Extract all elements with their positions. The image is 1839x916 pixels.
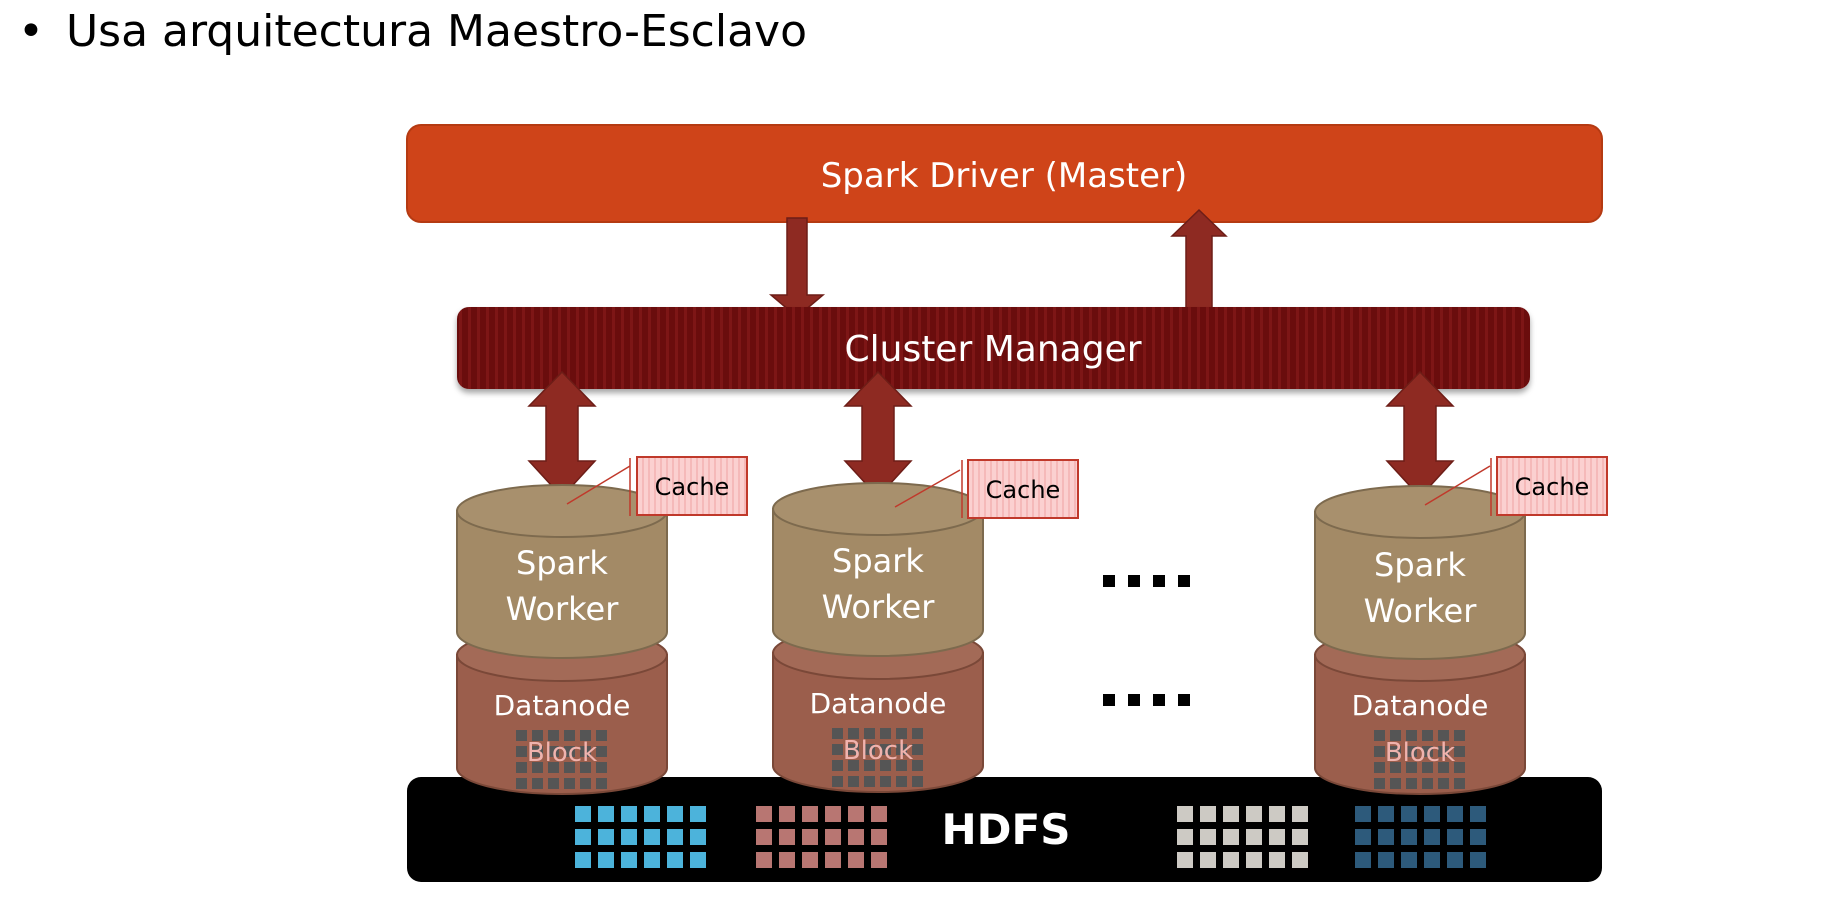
datanode-1-label: Datanode — [494, 689, 631, 722]
node-2: Spark Worker Datanode Block Cache — [772, 459, 1079, 793]
cache-3-box — [1496, 456, 1608, 516]
arrow-double-worker-1 — [527, 370, 597, 499]
cache-1-connector — [566, 465, 631, 505]
arrow-down-driver-to-cluster — [768, 217, 826, 318]
block-2-label: Block — [843, 736, 913, 766]
slide-heading: Usa arquitectura Maestro-Esclavo — [65, 6, 808, 57]
worker-2-line2: Worker — [822, 588, 936, 626]
cache-3-label: Cache — [1515, 473, 1590, 501]
worker-2-line1: Spark — [832, 542, 924, 580]
cache-2-label: Cache — [986, 476, 1061, 504]
arrow-double-worker-2 — [843, 370, 913, 499]
hdfs-label: HDFS — [942, 805, 1071, 854]
arrow-up-cluster-to-driver — [1170, 208, 1228, 312]
worker-1-line1: Spark — [516, 544, 608, 582]
hdfs-grid-gray — [1177, 806, 1308, 868]
cache-2-connector — [894, 469, 961, 508]
cache-1-label: Cache — [655, 473, 730, 501]
arrow-double-worker-3 — [1385, 370, 1455, 499]
cluster-manager-label: Cluster Manager — [844, 329, 1141, 370]
block-grid-3 — [1374, 730, 1465, 789]
block-grid-2 — [832, 728, 923, 787]
datanode-2-label: Datanode — [810, 687, 947, 720]
block-3-label: Block — [1385, 738, 1455, 768]
slide-bullet: • Usa arquitectura Maestro-Esclavo — [18, 6, 807, 57]
node-1: Spark Worker Datanode Block Cache — [456, 456, 748, 795]
spark-worker-3 — [1314, 485, 1526, 660]
cache-3-connector — [1424, 465, 1491, 506]
cache-2-box — [967, 459, 1079, 519]
spark-driver-box: Spark Driver (Master) — [406, 124, 1603, 223]
ellipsis-workers — [1103, 575, 1190, 587]
spark-worker-2 — [772, 482, 984, 657]
block-grid-1 — [516, 730, 607, 789]
worker-1-line2: Worker — [506, 590, 620, 628]
hdfs-grid-blue — [575, 806, 706, 868]
bullet-dot: • — [18, 6, 44, 57]
worker-3-line2: Worker — [1364, 592, 1478, 630]
cluster-manager-box — [457, 307, 1530, 389]
datanode-3-label: Datanode — [1352, 689, 1489, 722]
block-1-label: Block — [527, 738, 597, 768]
worker-3-line1: Spark — [1374, 546, 1466, 584]
spark-worker-1 — [456, 484, 668, 659]
cache-1-box — [636, 456, 748, 516]
hdfs-grid-rose — [756, 806, 887, 868]
spark-driver-label: Spark Driver (Master) — [821, 156, 1188, 196]
hdfs-grid-navy — [1355, 806, 1486, 868]
node-3: Spark Worker Datanode Block Cache — [1314, 456, 1608, 795]
ellipsis-datanodes — [1103, 694, 1190, 706]
